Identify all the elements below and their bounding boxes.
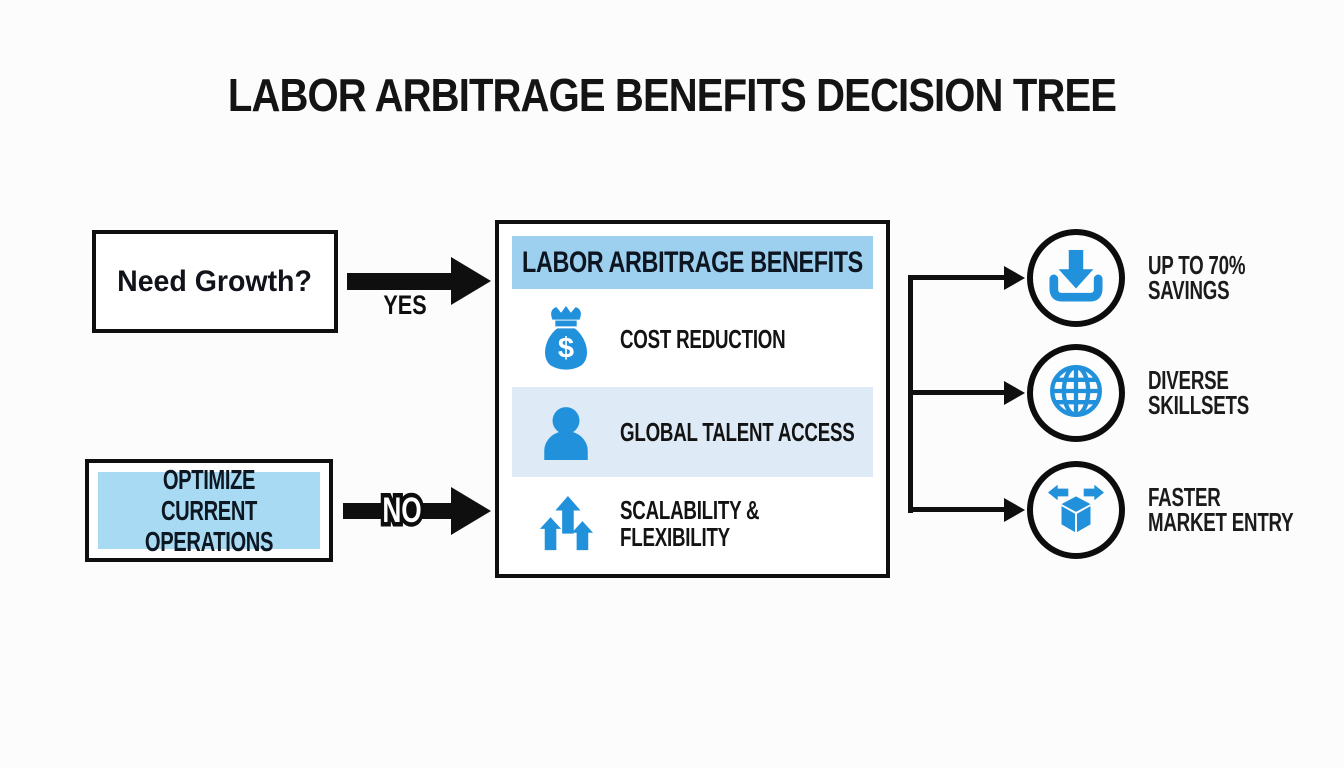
benefits-box-header: LABOR ARBITRAGE BENEFITS xyxy=(512,236,873,289)
diagram-title: LABOR ARBITRAGE BENEFITS DECISION TREE xyxy=(227,69,1117,121)
yes-arrow-shaft xyxy=(347,273,451,290)
connector-arrowhead-bottom xyxy=(1004,498,1025,522)
no-arrow-head xyxy=(451,487,491,535)
optimize-operations-box: OPTIMIZE CURRENT OPERATIONS xyxy=(85,459,333,562)
person-icon xyxy=(512,403,620,461)
outcome-label-skillsets: DIVERSE SKILLSETS xyxy=(1148,365,1250,420)
optimize-operations-label: OPTIMIZE CURRENT OPERATIONS xyxy=(144,464,274,557)
globe-icon xyxy=(1048,363,1104,424)
outcome-label-market-entry: FASTER MARKET ENTRY xyxy=(1148,482,1294,537)
benefits-box-header-label: LABOR ARBITRAGE BENEFITS xyxy=(522,245,863,279)
no-label: NO NO xyxy=(379,487,425,534)
connector-line-top xyxy=(908,275,1005,280)
outcome-label-savings: UP TO 70% SAVINGS xyxy=(1148,250,1246,305)
outcome-circle-market-entry xyxy=(1027,461,1125,559)
benefit-row-global-talent: GLOBAL TALENT ACCESS xyxy=(512,387,873,477)
money-bag-icon: $ xyxy=(512,306,620,372)
benefit-row-cost-reduction: $ COST REDUCTION xyxy=(512,294,873,384)
yes-label: YES xyxy=(383,290,427,320)
connector-arrowhead-top xyxy=(1004,266,1025,290)
need-growth-box: Need Growth? xyxy=(92,230,338,333)
outcome-circle-skillsets xyxy=(1027,344,1125,442)
yes-arrow-head xyxy=(451,257,491,305)
growth-arrows-icon xyxy=(512,495,620,553)
connector-line-bottom xyxy=(908,507,1005,512)
svg-text:$: $ xyxy=(558,332,574,364)
benefit-label: GLOBAL TALENT ACCESS xyxy=(620,416,855,447)
optimize-operations-fill: OPTIMIZE CURRENT OPERATIONS xyxy=(98,464,320,557)
benefit-label: SCALABILITY & FLEXIBILITY xyxy=(620,495,760,552)
no-arrow-shaft xyxy=(343,503,451,519)
connector-arrowhead-middle xyxy=(1004,381,1025,405)
benefits-box: LABOR ARBITRAGE BENEFITS $ COST REDUCTIO… xyxy=(495,220,890,578)
cube-expand-icon xyxy=(1047,480,1105,541)
benefit-row-scalability: SCALABILITY & FLEXIBILITY xyxy=(512,480,873,568)
benefit-label: COST REDUCTION xyxy=(620,323,786,354)
download-icon xyxy=(1049,248,1103,309)
outcome-circle-savings xyxy=(1027,229,1125,327)
need-growth-question: Need Growth? xyxy=(117,264,313,298)
connector-line-middle xyxy=(908,390,1005,395)
